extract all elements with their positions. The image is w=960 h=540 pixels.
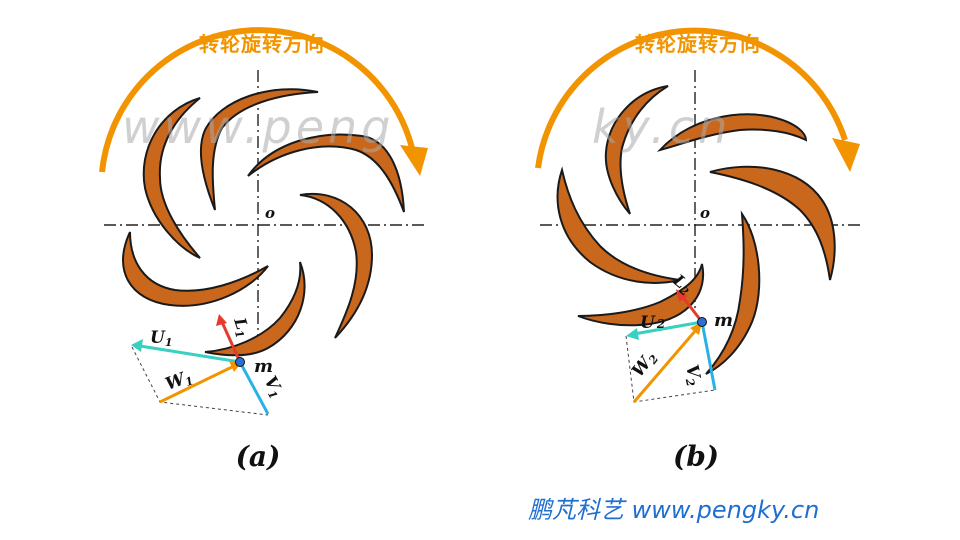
vector-u1 (139, 344, 241, 364)
rotation-arc-b (535, 27, 848, 169)
rotation-arrowhead-a (400, 145, 428, 176)
blade (247, 133, 405, 213)
point-m-a (235, 357, 245, 367)
vector-v1 (238, 361, 270, 415)
rotation-arc-a (99, 27, 415, 173)
velocity-triangle-a (131, 314, 270, 416)
blade (577, 263, 705, 327)
runner-blades-a (122, 88, 405, 357)
point-label-b: m (714, 310, 733, 331)
rotation-direction-title-a: 转轮旋转方向 (199, 32, 325, 56)
vec-l1-label: L1 (228, 314, 254, 339)
panel-label-a: (a) (235, 440, 281, 473)
runner-blades-b (556, 85, 836, 375)
blade (556, 166, 681, 284)
point-label-a: m (254, 356, 273, 377)
blade (656, 113, 808, 152)
vector-l1 (220, 321, 242, 363)
vec-v2-label: V2 (680, 363, 705, 388)
center-label-b: o (700, 204, 710, 222)
panel-label-b: (b) (672, 440, 720, 473)
vec-u1-label: U1 (150, 328, 172, 349)
blade (709, 165, 836, 281)
rotation-direction-title-b: 转轮旋转方向 (635, 32, 761, 56)
vector-u2 (633, 320, 703, 336)
vector-l2-head (676, 289, 688, 302)
vector-v2 (700, 321, 717, 391)
vector-u2-head (626, 328, 639, 340)
center-label-a: o (265, 204, 275, 222)
vector-w1 (159, 364, 235, 404)
blade (199, 88, 319, 211)
watermark-left: www.peng (122, 100, 395, 154)
watermark-right: ky.cn (592, 100, 732, 154)
blade (604, 85, 669, 215)
blade (122, 231, 269, 307)
velocity-triangle-b (625, 289, 717, 403)
vector-u1-head (131, 339, 143, 352)
rotation-arrowhead-b (832, 138, 860, 172)
blade (142, 97, 201, 259)
vec-w1-label: W1 (163, 367, 195, 396)
vector-w2 (632, 329, 698, 403)
vec-v1-label: V1 (259, 373, 287, 401)
point-m-b (697, 317, 707, 327)
blade (705, 210, 761, 375)
vector-l1-head (216, 314, 227, 326)
panel-a: o m U1 L1 W1 V1 (99, 27, 428, 416)
vector-l2 (680, 295, 704, 323)
blade (299, 192, 374, 339)
blade (204, 261, 306, 357)
footer-credit: 鹏芃科艺 www.pengky.cn (528, 496, 820, 524)
